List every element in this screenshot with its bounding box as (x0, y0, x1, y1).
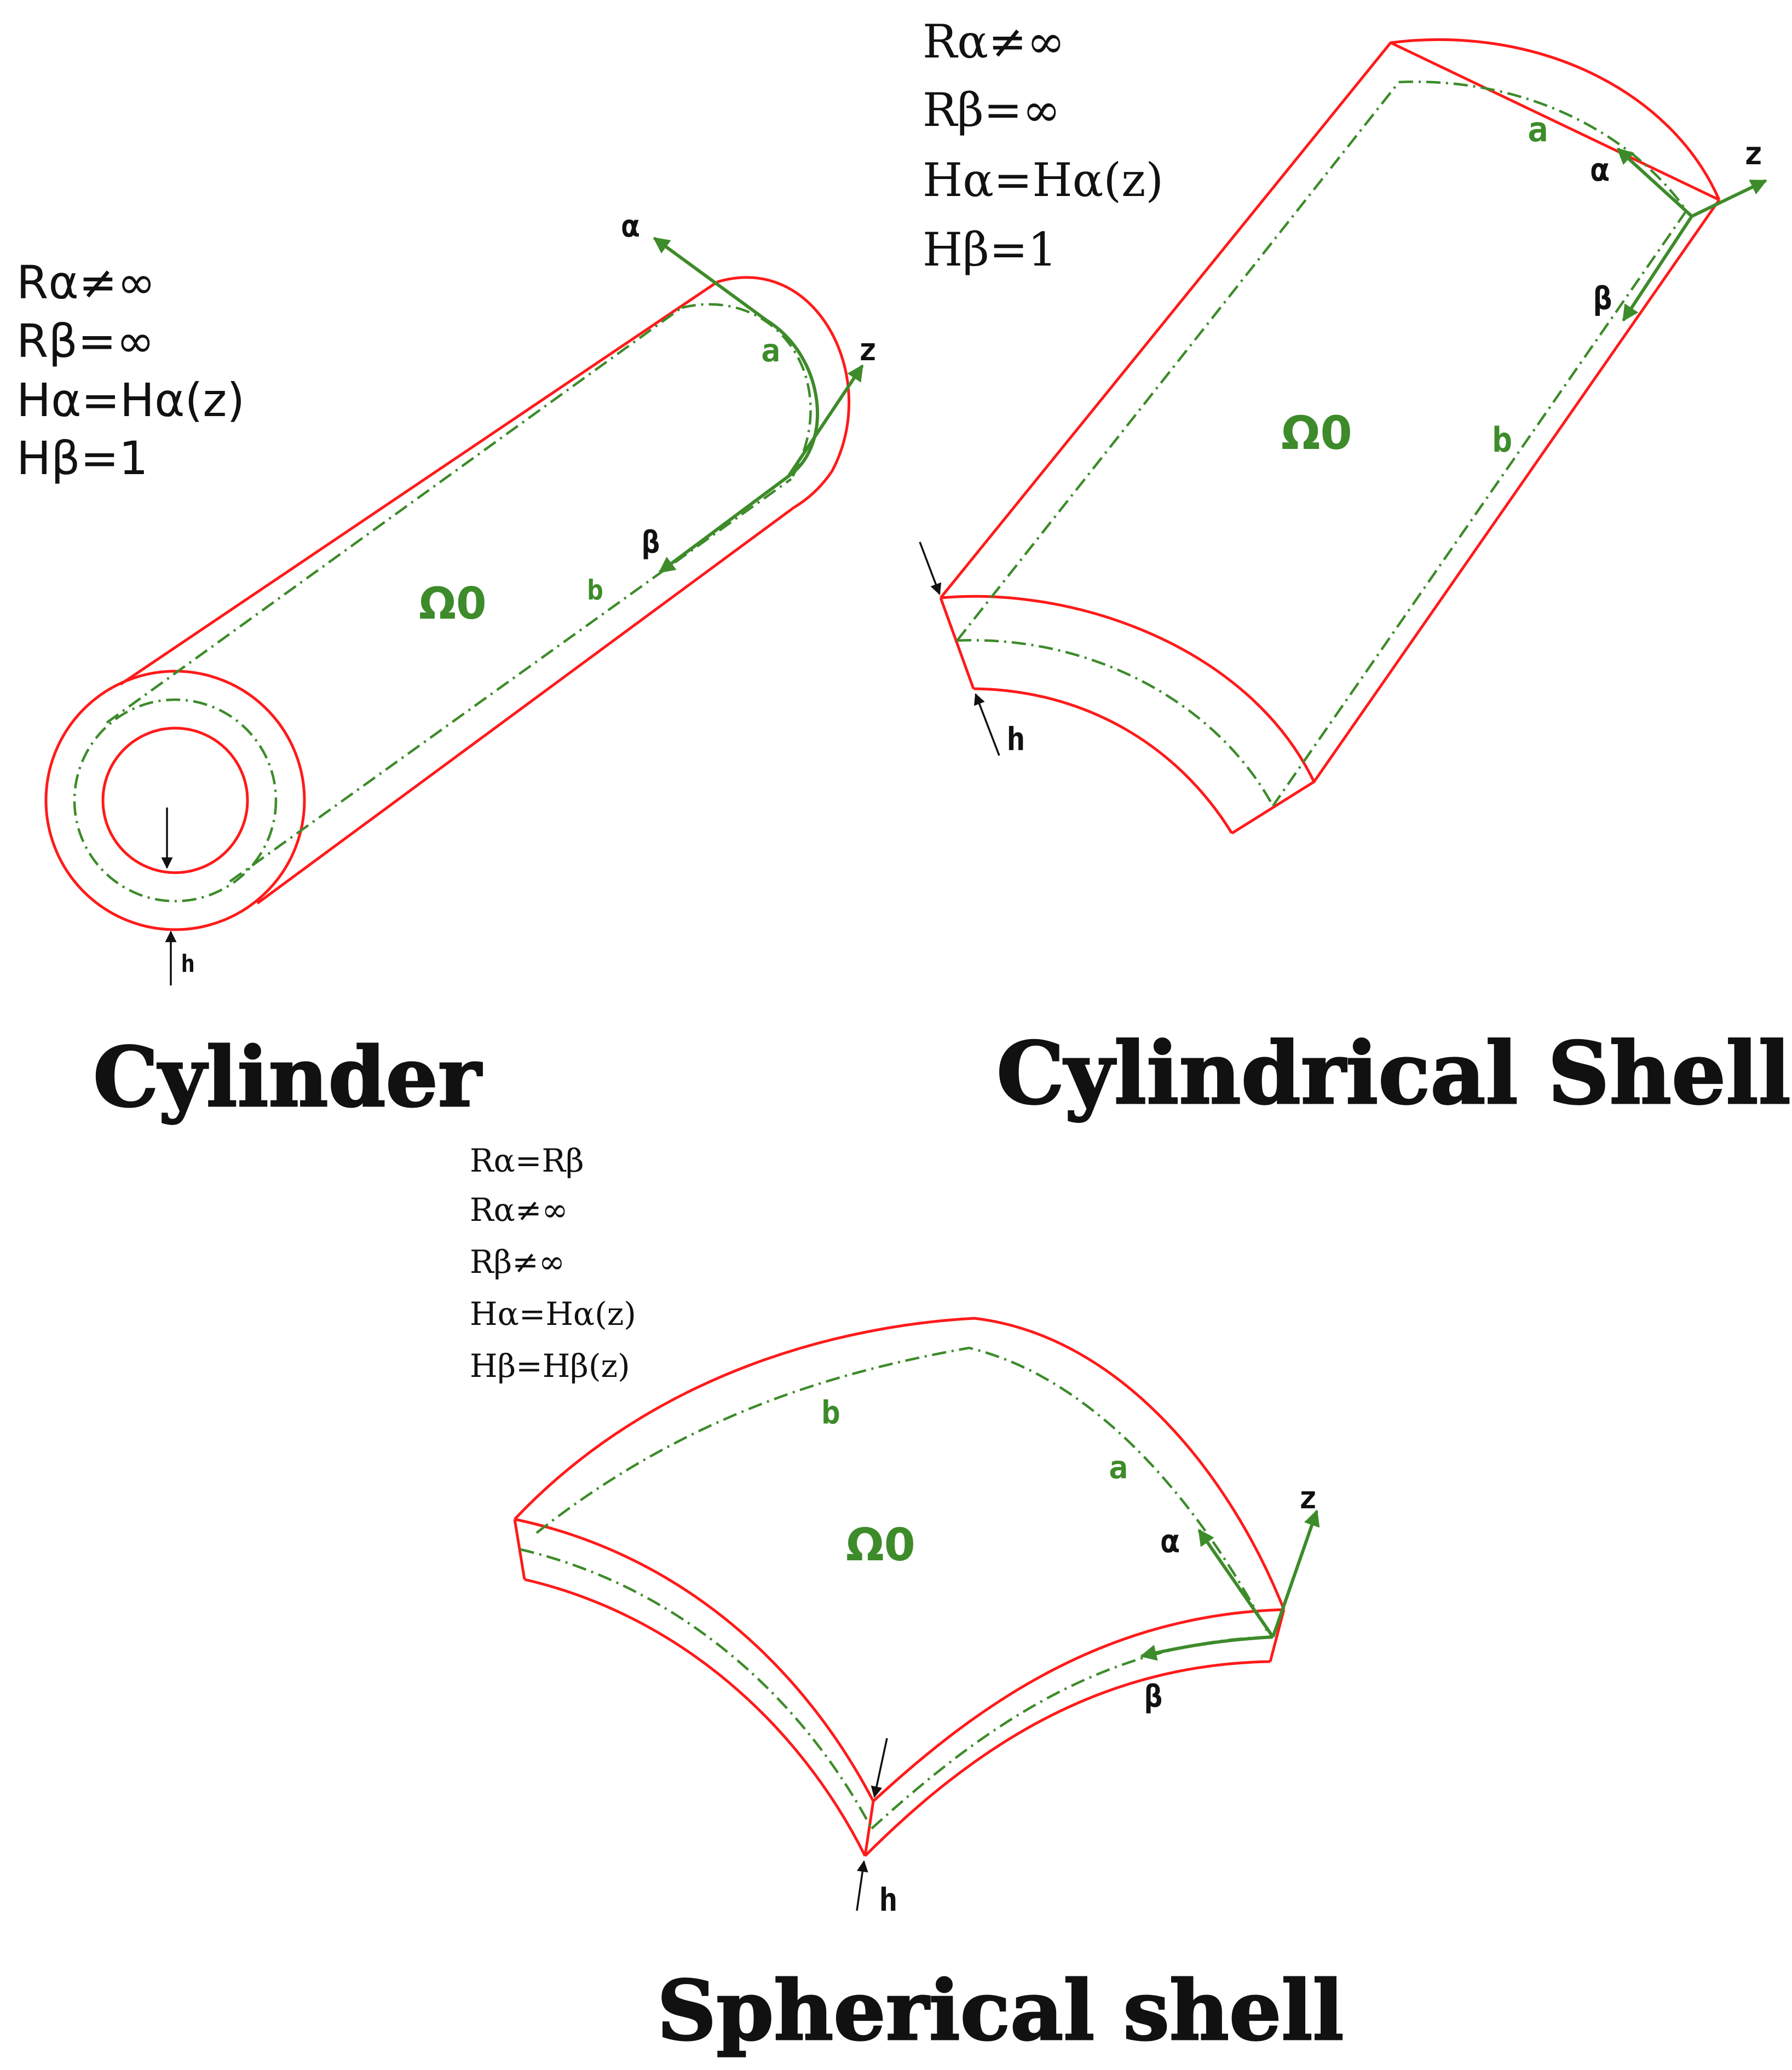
spherical-shell-eq-ra-equals-rb: Rα=Rβ (470, 1142, 584, 1179)
cylinder-alpha-label: α (621, 209, 640, 244)
spherical-shell-figure: Rα=Rβ Rα≠∞ Rβ≠∞ Hα=Hα(z) Hβ=Hβ(z) α z β … (470, 1142, 1345, 2060)
cylindrical-shell-figure: Rα≠∞ Rβ=∞ Hα=Hα(z) Hβ=1 α z β a b Ω0 h C… (919, 15, 1791, 1125)
cylindrical-shell-a-label: a (1528, 109, 1548, 149)
cylindrical-shell-alpha-label: α (1591, 151, 1610, 188)
cylinder-omega-label: Ω0 (419, 578, 487, 629)
spherical-shell-eq-h-alpha: Hα=Hα(z) (470, 1295, 636, 1333)
cylinder-eq-r-beta: Rβ=∞ (16, 314, 154, 368)
cylindrical-shell-eq-r-alpha: Rα≠∞ (923, 15, 1065, 68)
cylindrical-shell-eq-h-beta: Hβ=1 (923, 223, 1057, 276)
spherical-shell-thickness-arrow-top (871, 1738, 888, 1798)
cylinder-a-label: a (761, 332, 780, 369)
cylinder-eq-h-beta: Hβ=1 (16, 431, 148, 485)
spherical-shell-mid-surface (520, 1346, 1271, 1830)
cylinder-h-label: h (181, 950, 195, 978)
spherical-shell-h-label: h (879, 1881, 898, 1918)
cylinder-eq-h-alpha: Hα=Hα(z) (16, 373, 245, 427)
spherical-shell-title: Spherical shell (657, 1963, 1344, 2059)
cylindrical-shell-h-label: h (1006, 720, 1025, 758)
cylindrical-shell-thickness-arrow-top (919, 541, 942, 595)
cylindrical-shell-title: Cylindrical Shell (996, 1023, 1791, 1123)
cylindrical-shell-z-label: z (1744, 135, 1763, 172)
cylindrical-shell-omega-label: Ω0 (1281, 406, 1352, 460)
cylindrical-shell-b-label: b (1492, 420, 1512, 460)
cylinder-eq-r-alpha: Rα≠∞ (16, 256, 155, 309)
cylindrical-shell-eq-r-beta: Rβ=∞ (923, 83, 1061, 137)
spherical-shell-z-label: z (1299, 1480, 1317, 1516)
cylinder-title: Cylinder (93, 1029, 482, 1126)
cylindrical-shell-mid-surface (956, 80, 1687, 807)
spherical-shell-eq-h-beta: Hβ=Hβ(z) (470, 1347, 630, 1385)
cylindrical-shell-eq-h-alpha: Hα=Hα(z) (923, 153, 1163, 207)
spherical-shell-thickness-arrow-bottom (856, 1860, 868, 1911)
spherical-shell-beta-label: β (1144, 1679, 1163, 1715)
spherical-shell-eq-r-beta: Rβ≠∞ (470, 1243, 565, 1281)
cylinder-figure: Rα≠∞ Rβ=∞ Hα=Hα(z) Hβ=1 α z β a b Ω0 h C… (16, 209, 877, 1127)
cylinder-z-label: z (858, 332, 877, 368)
cylindrical-shell-boundary (939, 38, 1721, 835)
cylindrical-shell-thickness-arrow-bottom (973, 693, 1000, 756)
cylindrical-shell-beta-label: β (1593, 280, 1612, 317)
cylinder-beta-label: β (642, 525, 660, 561)
spherical-shell-a-label: a (1109, 1449, 1128, 1486)
spherical-shell-axes (1140, 1509, 1320, 1661)
spherical-shell-boundary (513, 1317, 1286, 1857)
cylinder-mid-surface (73, 303, 812, 903)
spherical-shell-omega-label: Ω0 (846, 1519, 915, 1571)
cylinder-boundary (44, 276, 851, 931)
cylindrical-shell-axes (1616, 147, 1767, 322)
spherical-shell-eq-r-alpha: Rα≠∞ (470, 1191, 568, 1229)
cylinder-axes (653, 237, 864, 574)
spherical-shell-alpha-label: α (1161, 1523, 1180, 1560)
spherical-shell-b-label: b (821, 1394, 840, 1431)
cylinder-b-label: b (587, 574, 603, 606)
